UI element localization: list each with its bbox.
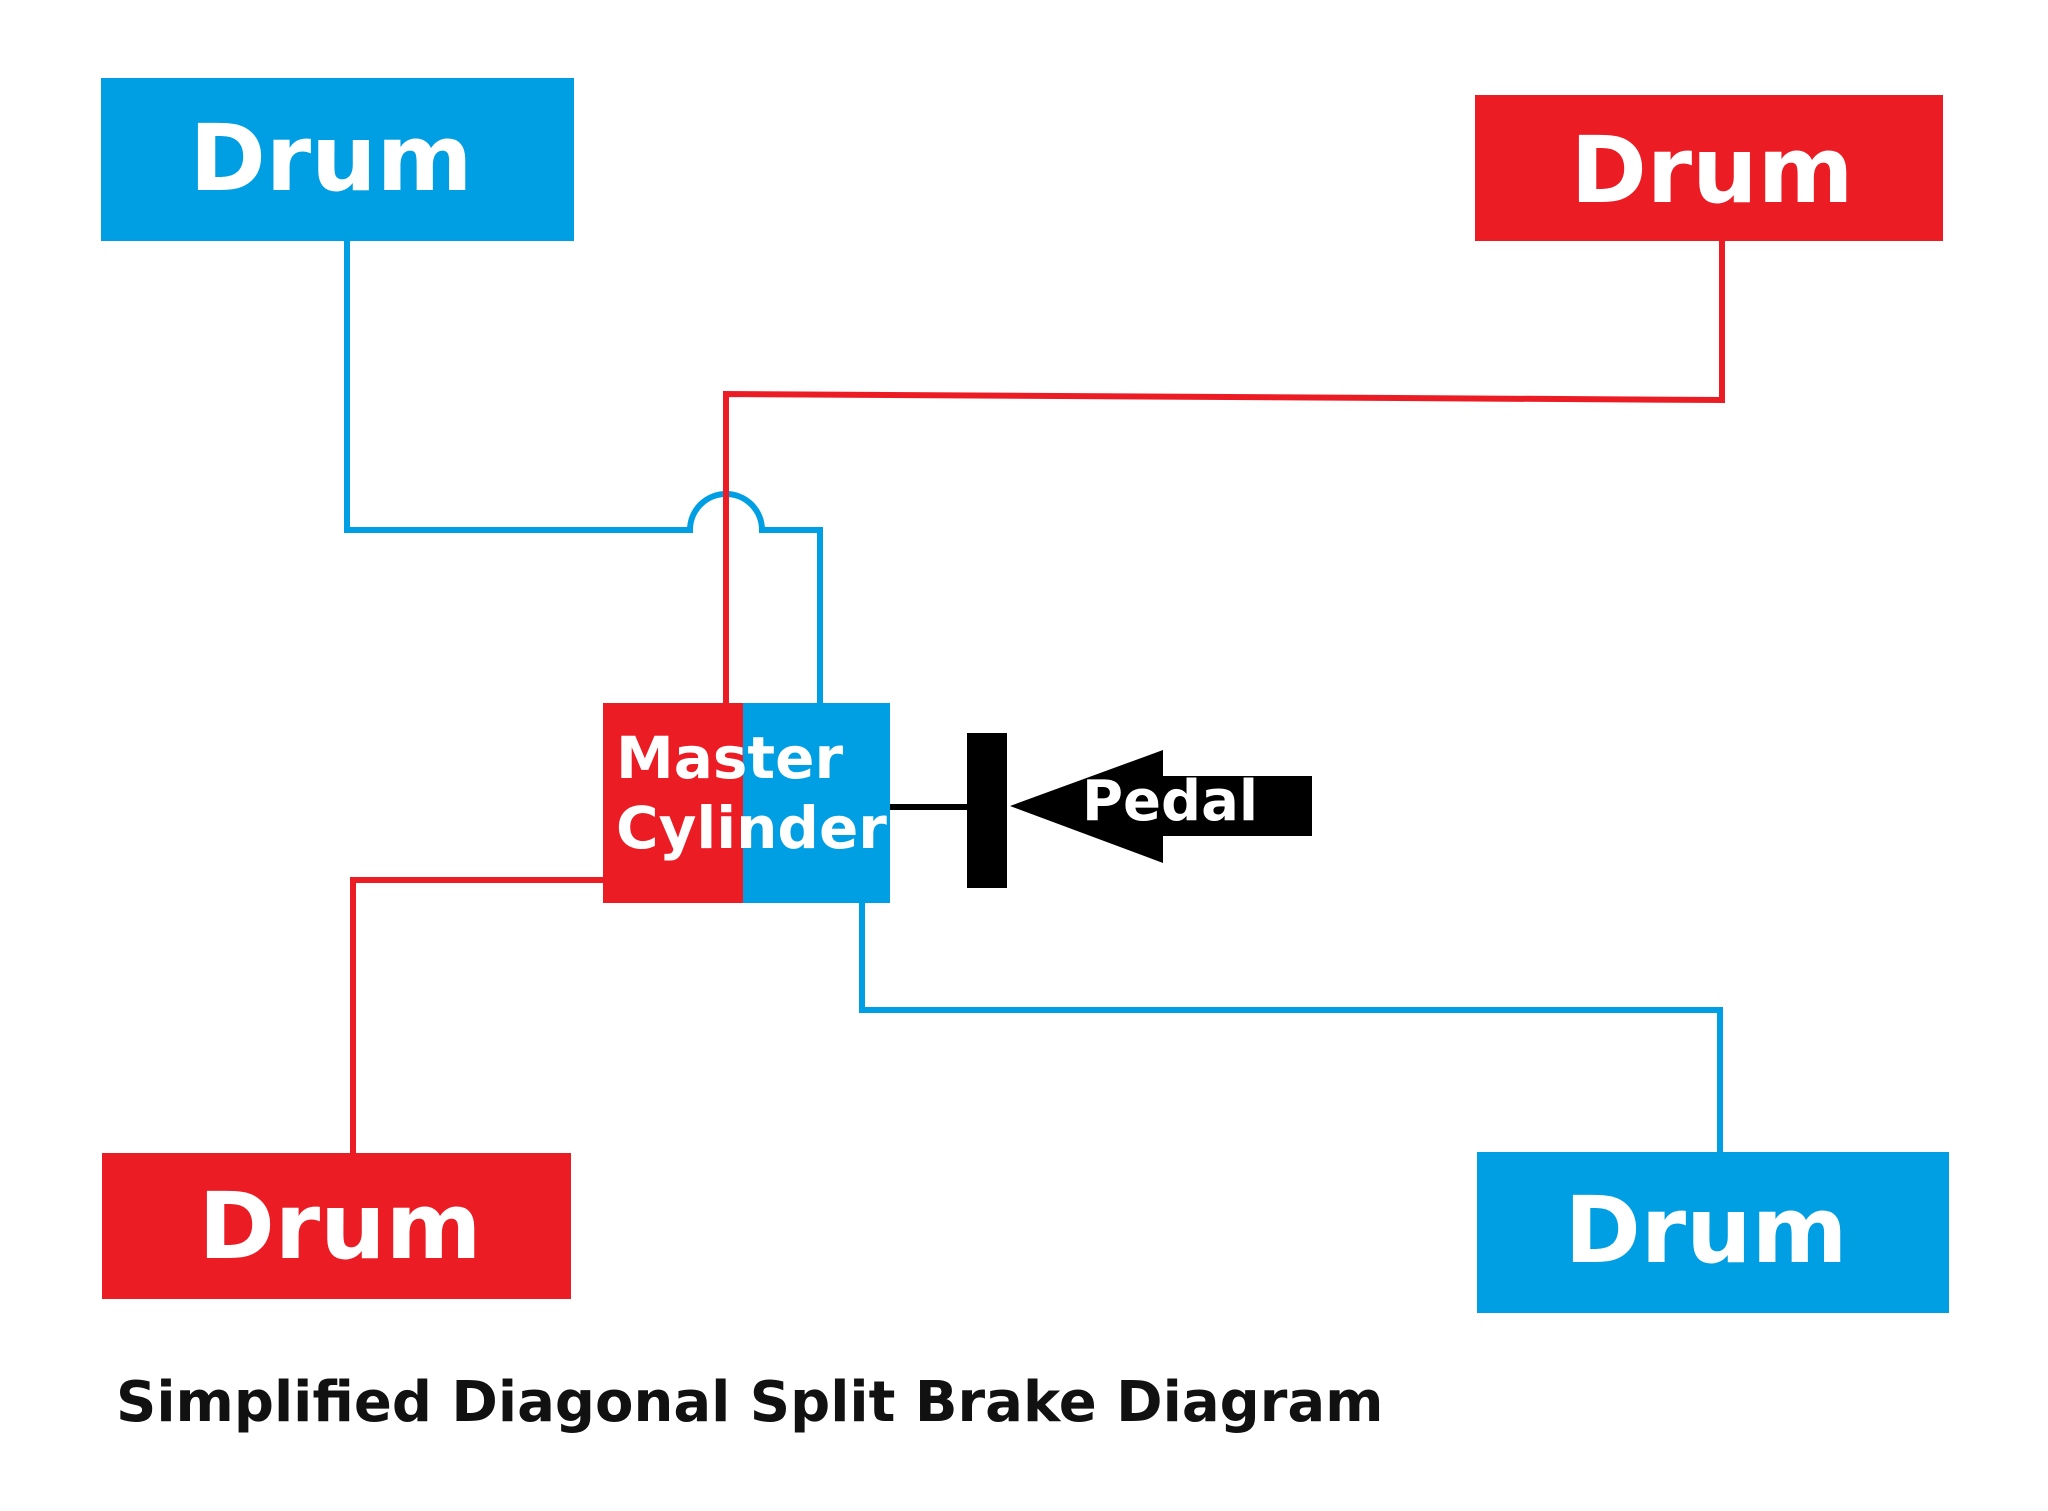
brake-line-rear-right: [859, 900, 1723, 1155]
drum-front-left: Drum: [101, 78, 574, 241]
drum-rear-left: Drum: [102, 1153, 571, 1299]
drum-rear-right: Drum: [1477, 1152, 1949, 1313]
pedal-label: Pedal: [1082, 769, 1258, 834]
brake-line-front-right: [723, 240, 1725, 704]
master-cylinder-label-line1: Master: [616, 724, 843, 792]
drum-rear-right-label: Drum: [1564, 1177, 1847, 1284]
pedal: Pedal: [967, 733, 1312, 888]
master-cylinder-blue-half: [743, 703, 890, 903]
brake-line-rear-left: [350, 877, 605, 1155]
drum-front-right: Drum: [1475, 95, 1943, 241]
master-cylinder-red-half: [603, 703, 744, 903]
pedal-plate: [967, 733, 1007, 888]
drum-front-left-label: Drum: [189, 105, 472, 212]
drum-front-right-label: Drum: [1570, 117, 1853, 224]
master-cylinder-label-line2: Cylinder: [616, 794, 887, 862]
master-cylinder: Master Cylinder: [603, 703, 890, 903]
pedal-arrow-icon: [1010, 750, 1312, 863]
diagram-caption: Simplified Diagonal Split Brake Diagram: [116, 1370, 1384, 1435]
drum-rear-left-label: Drum: [198, 1173, 481, 1280]
brake-line-front-left: [344, 240, 823, 704]
